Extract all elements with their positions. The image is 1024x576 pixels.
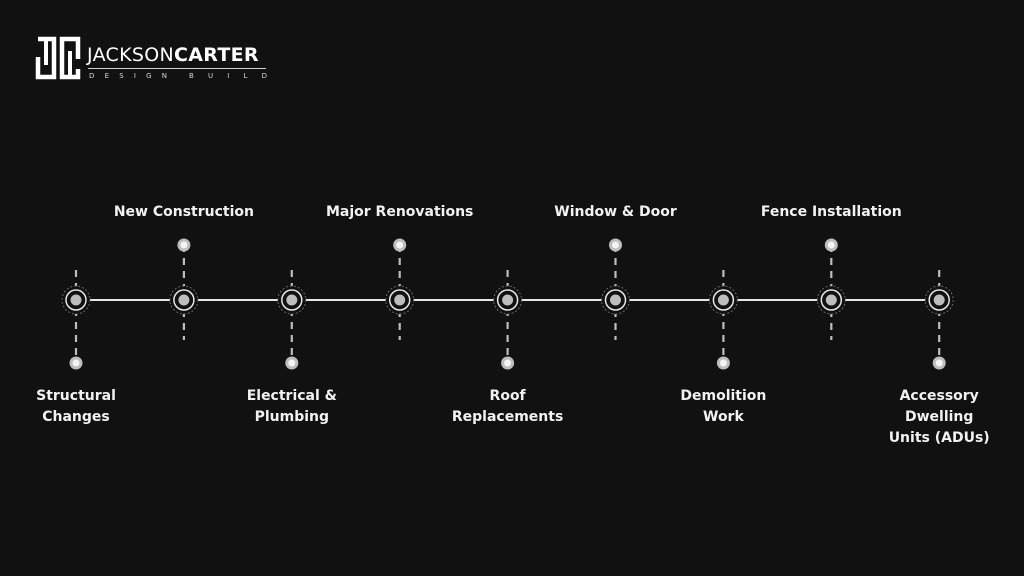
node-dot <box>178 294 190 306</box>
timeline-label: Major Renovations <box>326 202 473 223</box>
node-dot <box>717 294 729 306</box>
marker-inner <box>180 241 188 249</box>
jc-monogram-icon <box>35 36 81 80</box>
node-dot <box>394 294 406 306</box>
timeline-label: Fence Installation <box>761 202 902 223</box>
timeline-label-line: Units (ADUs) <box>888 430 990 446</box>
timeline-label-line: Work <box>703 409 744 425</box>
timeline-label-line: Window & Door <box>554 204 677 220</box>
marker-inner <box>72 359 80 367</box>
marker-inner <box>396 241 404 249</box>
timeline-label-line: Accessory <box>899 388 979 404</box>
marker-inner <box>827 241 835 249</box>
timeline-label-line: New Construction <box>113 204 254 220</box>
timeline-label: Electrical & Plumbing <box>247 386 337 428</box>
timeline-label-line: Structural <box>36 388 116 404</box>
timeline-label-line: Major Renovations <box>325 204 474 220</box>
node-dot <box>286 294 298 306</box>
timeline-label: New Construction <box>114 202 254 223</box>
marker-inner <box>612 241 619 249</box>
timeline-label: Window & Door <box>554 202 677 223</box>
timeline-label-line: Plumbing <box>254 409 330 425</box>
brand-name-second: CARTER <box>174 44 259 66</box>
marker-inner <box>288 359 296 367</box>
brand-divider <box>88 68 266 69</box>
timeline-label-line: Dwelling <box>904 409 974 425</box>
timeline-label-line: Demolition <box>680 388 767 404</box>
brand-name-first: JACKSON <box>87 44 174 66</box>
node-dot <box>825 294 837 306</box>
marker-inner <box>935 359 943 367</box>
timeline-label-line: Fence Installation <box>760 204 902 220</box>
node-dot <box>610 294 621 306</box>
marker-inner <box>719 359 727 367</box>
marker-inner <box>504 359 512 367</box>
timeline-label-line: Changes <box>42 409 110 425</box>
node-dot <box>70 294 82 306</box>
node-dot <box>502 294 514 306</box>
timeline-label-line: Roof <box>489 388 526 404</box>
node-dot <box>933 294 945 306</box>
timeline-label-line: Replacements <box>451 409 564 425</box>
timeline-label-line: Electrical & <box>246 388 337 404</box>
brand-wordmark: JACKSONCARTER <box>87 44 259 66</box>
